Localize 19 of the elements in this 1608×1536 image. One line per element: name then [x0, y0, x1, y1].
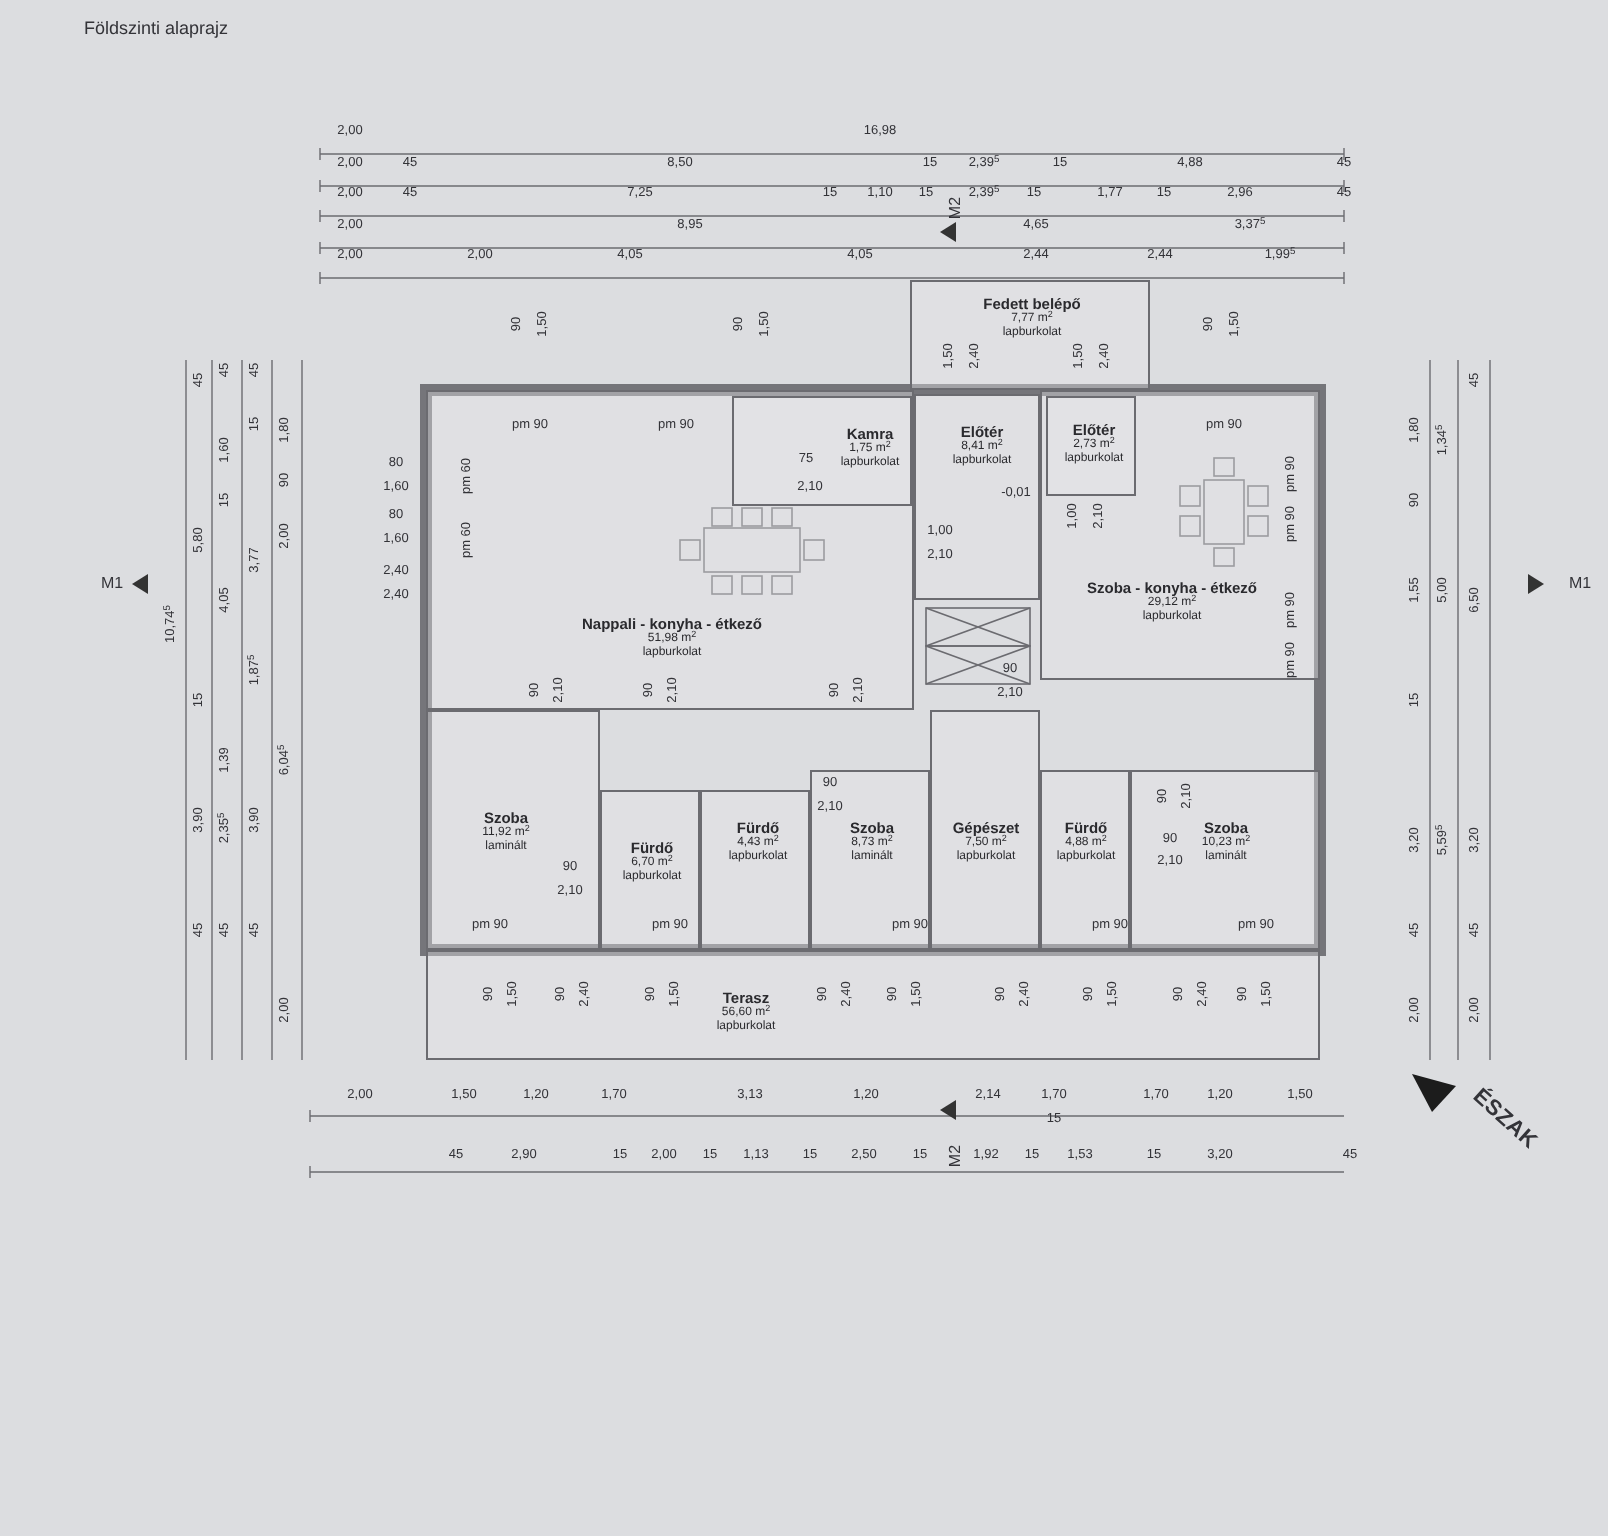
room-outline	[930, 710, 1040, 950]
room-outline	[914, 394, 1040, 600]
room-outline	[600, 790, 700, 950]
room-outline	[1040, 770, 1130, 950]
room-outline	[426, 950, 1320, 1060]
plan-title: Földszinti alaprajz	[84, 16, 229, 42]
room-outline	[1130, 770, 1320, 950]
section-marker-label: M1	[100, 576, 124, 592]
room-outline	[910, 280, 1150, 390]
room-outline	[1046, 396, 1136, 496]
room-outline	[426, 710, 600, 950]
room-outline	[1040, 390, 1320, 680]
section-marker-label: M2	[948, 1144, 964, 1168]
room-outline	[732, 396, 912, 506]
room-outline	[426, 390, 914, 710]
section-marker-label: M2	[948, 196, 964, 220]
section-marker-label: M1	[1568, 576, 1592, 592]
room-outline	[700, 790, 810, 950]
room-outline	[810, 770, 930, 950]
